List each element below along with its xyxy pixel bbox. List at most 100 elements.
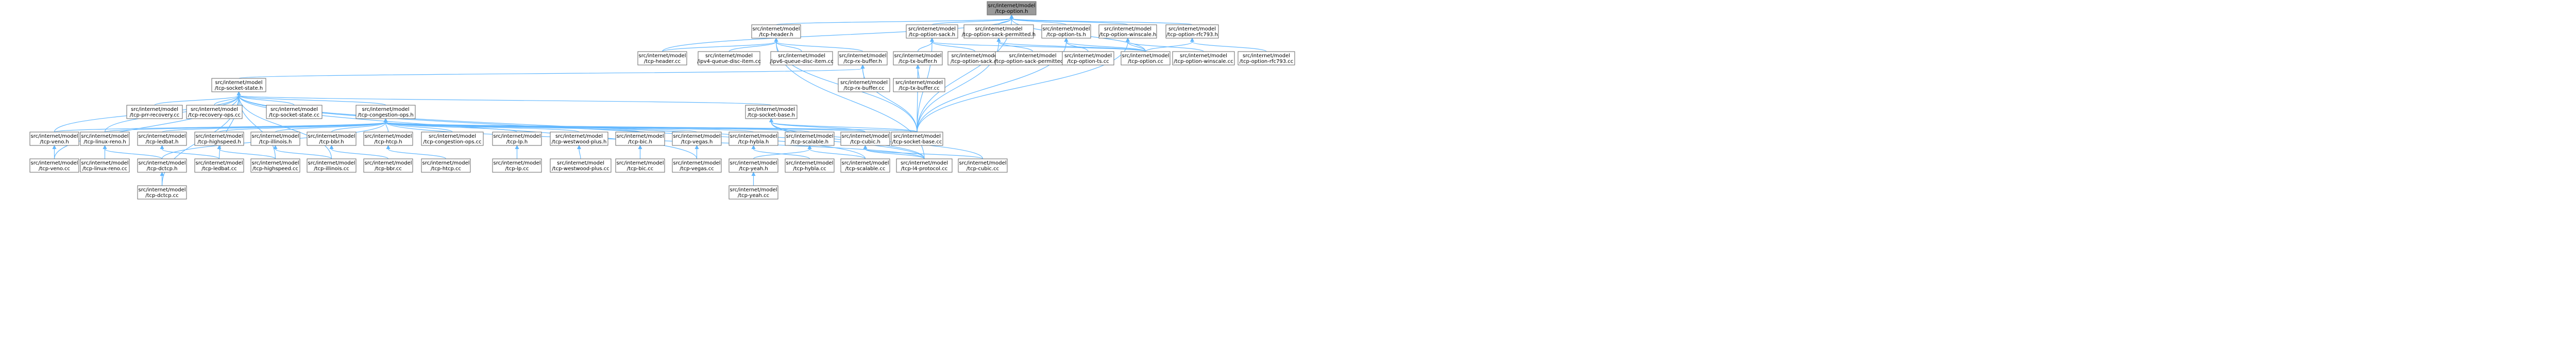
file-node[interactable]: src/internet/model/tcp-hybla.cc	[785, 158, 835, 173]
file-node[interactable]: src/internet/model/tcp-illinois.cc	[307, 158, 357, 173]
node-box[interactable]	[421, 158, 471, 173]
node-box[interactable]	[893, 78, 945, 92]
file-node[interactable]: src/internet/model/tcp-rx-buffer.cc	[838, 78, 890, 92]
node-box[interactable]	[728, 132, 778, 146]
file-node[interactable]: src/internet/model/tcp-option-sack.cc	[947, 51, 1003, 65]
file-node[interactable]: src/internet/model/tcp-option-winscale.h	[1098, 24, 1157, 39]
node-box[interactable]	[1121, 51, 1171, 65]
file-node[interactable]: src/internet/model/tcp-option-rfc793.h	[1165, 24, 1219, 39]
node-box[interactable]	[29, 132, 79, 146]
root-node-box[interactable]	[987, 1, 1037, 15]
file-node[interactable]: src/internet/model/ipv6-queue-disc-item.…	[770, 51, 834, 65]
node-box[interactable]	[550, 132, 608, 146]
file-node[interactable]: src/internet/model/tcp-westwood-plus.h	[550, 132, 608, 146]
file-node[interactable]: src/internet/model/tcp-option-sack.h	[906, 24, 958, 39]
node-box[interactable]	[896, 158, 953, 173]
file-node[interactable]: src/internet/model/tcp-bbr.cc	[363, 158, 413, 173]
node-box[interactable]	[770, 51, 833, 65]
node-box[interactable]	[745, 105, 798, 119]
file-node[interactable]: src/internet/model/tcp-option-winscale.c…	[1172, 51, 1235, 65]
file-node[interactable]: src/internet/model/tcp-linux-reno.cc	[80, 158, 130, 173]
file-node[interactable]: src/internet/model/tcp-westwood-plus.cc	[550, 158, 612, 173]
node-box[interactable]	[615, 132, 665, 146]
node-box[interactable]	[250, 158, 300, 173]
node-box[interactable]	[1172, 51, 1235, 65]
node-box[interactable]	[1238, 51, 1295, 65]
file-node[interactable]: src/internet/model/tcp-recovery-ops.cc	[186, 105, 243, 119]
node-box[interactable]	[421, 132, 484, 146]
file-node[interactable]: src/internet/model/tcp-htcp.h	[363, 132, 413, 146]
node-box[interactable]	[80, 132, 130, 146]
file-node[interactable]: src/internet/model/tcp-socket-state.h	[211, 78, 266, 92]
file-node[interactable]: src/internet/model/tcp-socket-base.cc	[891, 132, 943, 146]
file-node[interactable]: src/internet/model/tcp-veno.h	[29, 132, 79, 146]
file-node[interactable]: src/internet/model/tcp-option-rfc793.cc	[1238, 51, 1295, 65]
node-box[interactable]	[1165, 24, 1219, 39]
file-node[interactable]: src/internet/model/tcp-ledbat.h	[137, 132, 187, 146]
node-box[interactable]	[1062, 51, 1114, 65]
node-box[interactable]	[137, 185, 187, 200]
file-node[interactable]: src/internet/model/tcp-dctcp.cc	[137, 185, 187, 200]
node-box[interactable]	[137, 132, 187, 146]
file-node[interactable]: src/internet/model/tcp-bic.h	[615, 132, 665, 146]
node-box[interactable]	[492, 132, 542, 146]
file-node[interactable]: src/internet/model/tcp-cubic.h	[840, 132, 890, 146]
node-box[interactable]	[838, 78, 890, 92]
node-box[interactable]	[126, 105, 183, 119]
node-box[interactable]	[672, 158, 722, 173]
file-node[interactable]: src/internet/model/tcp-cubic.cc	[958, 158, 1008, 173]
file-node[interactable]: src/internet/model/tcp-socket-base.h	[745, 105, 798, 119]
node-box[interactable]	[840, 132, 890, 146]
file-node[interactable]: src/internet/model/tcp-scalable.h	[785, 132, 835, 146]
file-node[interactable]: src/internet/model/tcp-option.h	[987, 1, 1037, 15]
file-node[interactable]: src/internet/model/tcp-option-ts.cc	[1062, 51, 1114, 65]
node-box[interactable]	[363, 132, 413, 146]
file-node[interactable]: src/internet/model/tcp-option-sack-permi…	[995, 51, 1071, 65]
node-box[interactable]	[637, 51, 687, 65]
file-node[interactable]: src/internet/model/tcp-bbr.h	[307, 132, 357, 146]
node-box[interactable]	[840, 158, 890, 173]
node-box[interactable]	[728, 158, 778, 173]
node-box[interactable]	[751, 24, 801, 39]
file-node[interactable]: src/internet/model/tcp-scalable.cc	[840, 158, 890, 173]
file-node[interactable]: src/internet/model/tcp-dctcp.h	[137, 158, 187, 173]
file-node[interactable]: src/internet/model/tcp-l4-protocol.cc	[896, 158, 953, 173]
file-node[interactable]: src/internet/model/tcp-header.cc	[637, 51, 687, 65]
file-node[interactable]: src/internet/model/tcp-vegas.h	[672, 132, 722, 146]
file-node[interactable]: src/internet/model/tcp-header.h	[751, 24, 801, 39]
file-node[interactable]: src/internet/model/tcp-prr-recovery.cc	[126, 105, 183, 119]
file-node[interactable]: src/internet/model/tcp-congestion-ops.cc	[421, 132, 484, 146]
file-node[interactable]: src/internet/model/tcp-yeah.h	[728, 158, 778, 173]
node-box[interactable]	[615, 158, 665, 173]
node-box[interactable]	[698, 51, 760, 65]
node-box[interactable]	[958, 158, 1008, 173]
node-box[interactable]	[785, 132, 835, 146]
node-box[interactable]	[893, 51, 943, 65]
file-node[interactable]: src/internet/model/tcp-veno.cc	[29, 158, 79, 173]
node-box[interactable]	[29, 158, 79, 173]
file-node[interactable]: src/internet/model/tcp-highspeed.cc	[250, 158, 300, 173]
file-node[interactable]: src/internet/model/tcp-option-sack-permi…	[962, 24, 1036, 39]
file-node[interactable]: src/internet/model/tcp-option.cc	[1121, 51, 1171, 65]
file-node[interactable]: src/internet/model/tcp-rx-buffer.h	[838, 51, 888, 65]
file-node[interactable]: src/internet/model/tcp-highspeed.h	[194, 132, 244, 146]
node-box[interactable]	[906, 24, 958, 39]
node-box[interactable]	[947, 51, 1003, 65]
file-node[interactable]: src/internet/model/tcp-tx-buffer.h	[893, 51, 943, 65]
node-box[interactable]	[492, 158, 542, 173]
node-box[interactable]	[250, 132, 300, 146]
node-box[interactable]	[838, 51, 888, 65]
node-box[interactable]	[194, 132, 244, 146]
file-node[interactable]: src/internet/model/tcp-ledbat.cc	[194, 158, 244, 173]
file-node[interactable]: src/internet/model/tcp-htcp.cc	[421, 158, 471, 173]
node-box[interactable]	[307, 132, 357, 146]
file-node[interactable]: src/internet/model/tcp-option-ts.h	[1041, 24, 1091, 39]
file-node[interactable]: src/internet/model/tcp-lp.h	[492, 132, 542, 146]
node-box[interactable]	[211, 78, 266, 92]
file-node[interactable]: src/internet/model/tcp-bic.cc	[615, 158, 665, 173]
node-box[interactable]	[186, 105, 243, 119]
file-node[interactable]: src/internet/model/tcp-lp.cc	[492, 158, 542, 173]
node-box[interactable]	[363, 158, 413, 173]
node-box[interactable]	[728, 185, 778, 200]
file-node[interactable]: src/internet/model/ipv4-queue-disc-item.…	[697, 51, 761, 65]
